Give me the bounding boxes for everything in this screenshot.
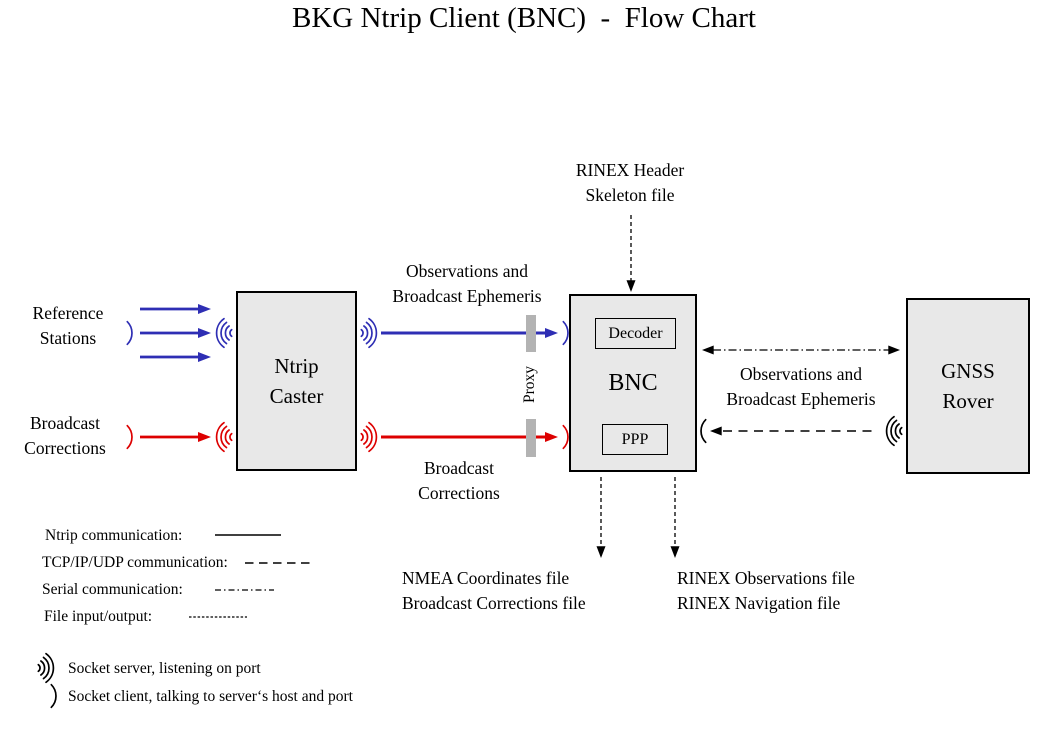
socket-server-icon [360,317,378,349]
ntrip-blue-stream-line [360,317,569,349]
socket-client-icon [562,320,569,346]
socket-server-icon [37,652,55,684]
legend-item-ntrip: Ntrip communication: [45,527,183,544]
socket-server-icon [360,421,378,453]
legend-item-serial: Serial communication: [42,581,183,598]
proxy-bar-top [526,315,536,352]
label-nmea-output-files: NMEA Coordinates file Broadcast Correcti… [402,568,586,613]
proxy-bar-bottom [526,419,536,457]
label-broadcast-corrections-input: Broadcast Corrections [24,413,106,458]
decoder-label: Decoder [608,324,663,342]
legend-item-fileio: File input/output: [44,608,153,625]
legend-socket-server-text: Socket server, listening on port [68,660,261,677]
socket-client-icon [50,683,57,709]
bnc-box: Decoder BNC PPP [569,294,697,472]
legend-item-tcp: TCP/IP/UDP communication: [42,554,228,571]
ntrip-caster-label: Ntrip Caster [269,354,324,408]
ppp-label: PPP [621,430,649,448]
rinex-output-arrow [670,477,680,559]
rinex-skeleton-file-arrow [626,215,636,293]
ntrip-caster-box: Ntrip Caster [236,291,357,471]
socket-client-icon [562,424,569,450]
serial-link-line [701,345,901,355]
socket-server-icon [215,421,233,453]
gnss-rover-label: GNSS Rover [941,359,995,413]
socket-server-icon [885,415,903,447]
socket-client-icon [700,418,707,444]
tcp-udp-link-line [700,415,903,447]
bnc-label: BNC [608,370,658,396]
socket-client-icon [126,320,133,346]
gnss-rover-box: GNSS Rover [906,298,1030,474]
label-rinex-header-skeleton: RINEX Header Skeleton file [575,160,685,205]
label-broadcast-corrections-mid: Broadcast Corrections [418,458,500,503]
reference-stations-arrows [126,303,233,363]
socket-server-icon [215,317,233,349]
label-reference-stations: Reference Stations [32,303,104,348]
legend-socket-client-text: Socket client, talking to server‘s host … [68,688,353,705]
label-observations-ephemeris-right: Observations and Broadcast Ephemeris [726,364,876,409]
page-title: BKG Ntrip Client (BNC) - Flow Chart [292,2,756,34]
label-observations-ephemeris-left: Observations and Broadcast Ephemeris [392,261,542,306]
ppp-box: PPP [602,424,668,455]
label-rinex-output-files: RINEX Observations file RINEX Navigation… [677,568,855,613]
nmea-output-arrow [596,477,606,559]
broadcast-corrections-arrow [126,421,233,453]
ntrip-red-stream-line [360,421,569,453]
label-proxy: Proxy [521,365,538,403]
decoder-box: Decoder [595,318,676,349]
